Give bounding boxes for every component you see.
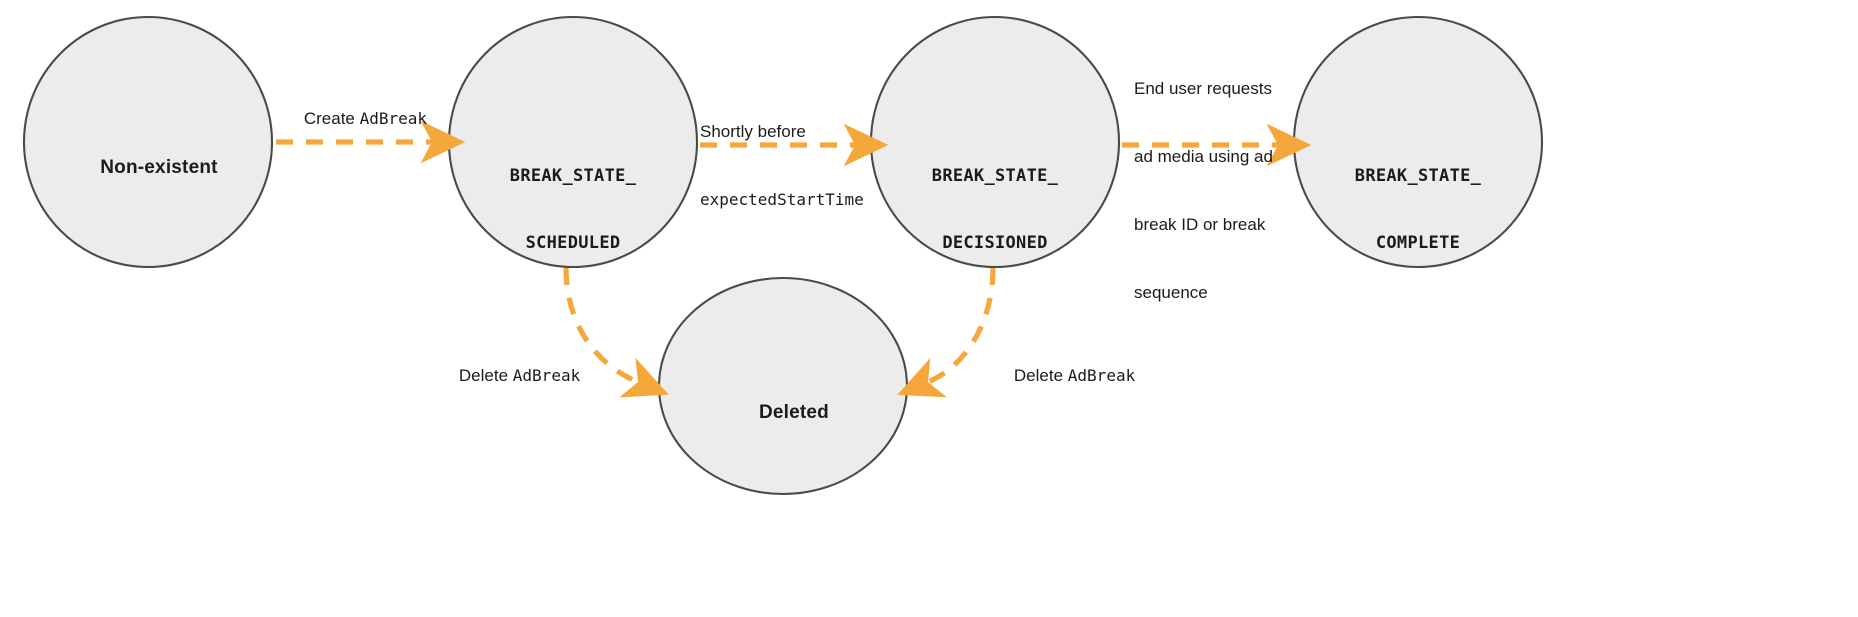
node-break-state-scheduled[interactable] [447, 15, 699, 269]
node-deleted[interactable] [657, 276, 909, 496]
edge-delete-adbreak-from-decisioned [897, 267, 996, 398]
edge-delete-adbreak-from-scheduled [563, 267, 669, 398]
node-non-existent[interactable] [22, 15, 274, 269]
node-break-state-decisioned[interactable] [869, 15, 1121, 269]
node-break-state-complete[interactable] [1292, 15, 1544, 269]
